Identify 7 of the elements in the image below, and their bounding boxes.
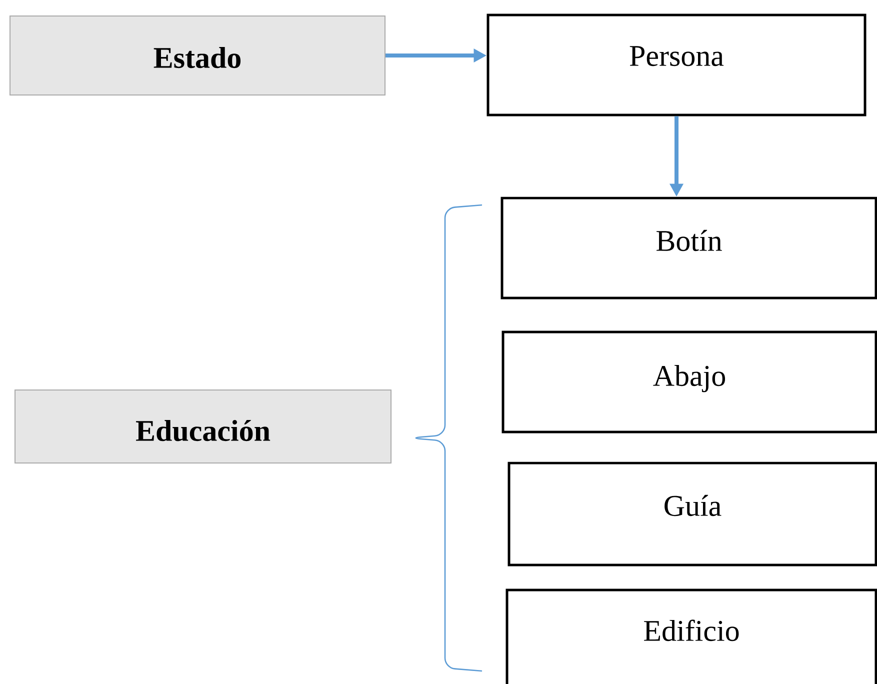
label-box: Estado <box>10 16 386 96</box>
text-box: Guía <box>508 462 877 566</box>
text-box: Edificio <box>506 588 877 684</box>
text-box: Abajo <box>502 330 877 434</box>
label-box: Educación <box>14 390 392 464</box>
text-box: Persona <box>486 14 866 116</box>
text-box: Botín <box>500 196 877 300</box>
